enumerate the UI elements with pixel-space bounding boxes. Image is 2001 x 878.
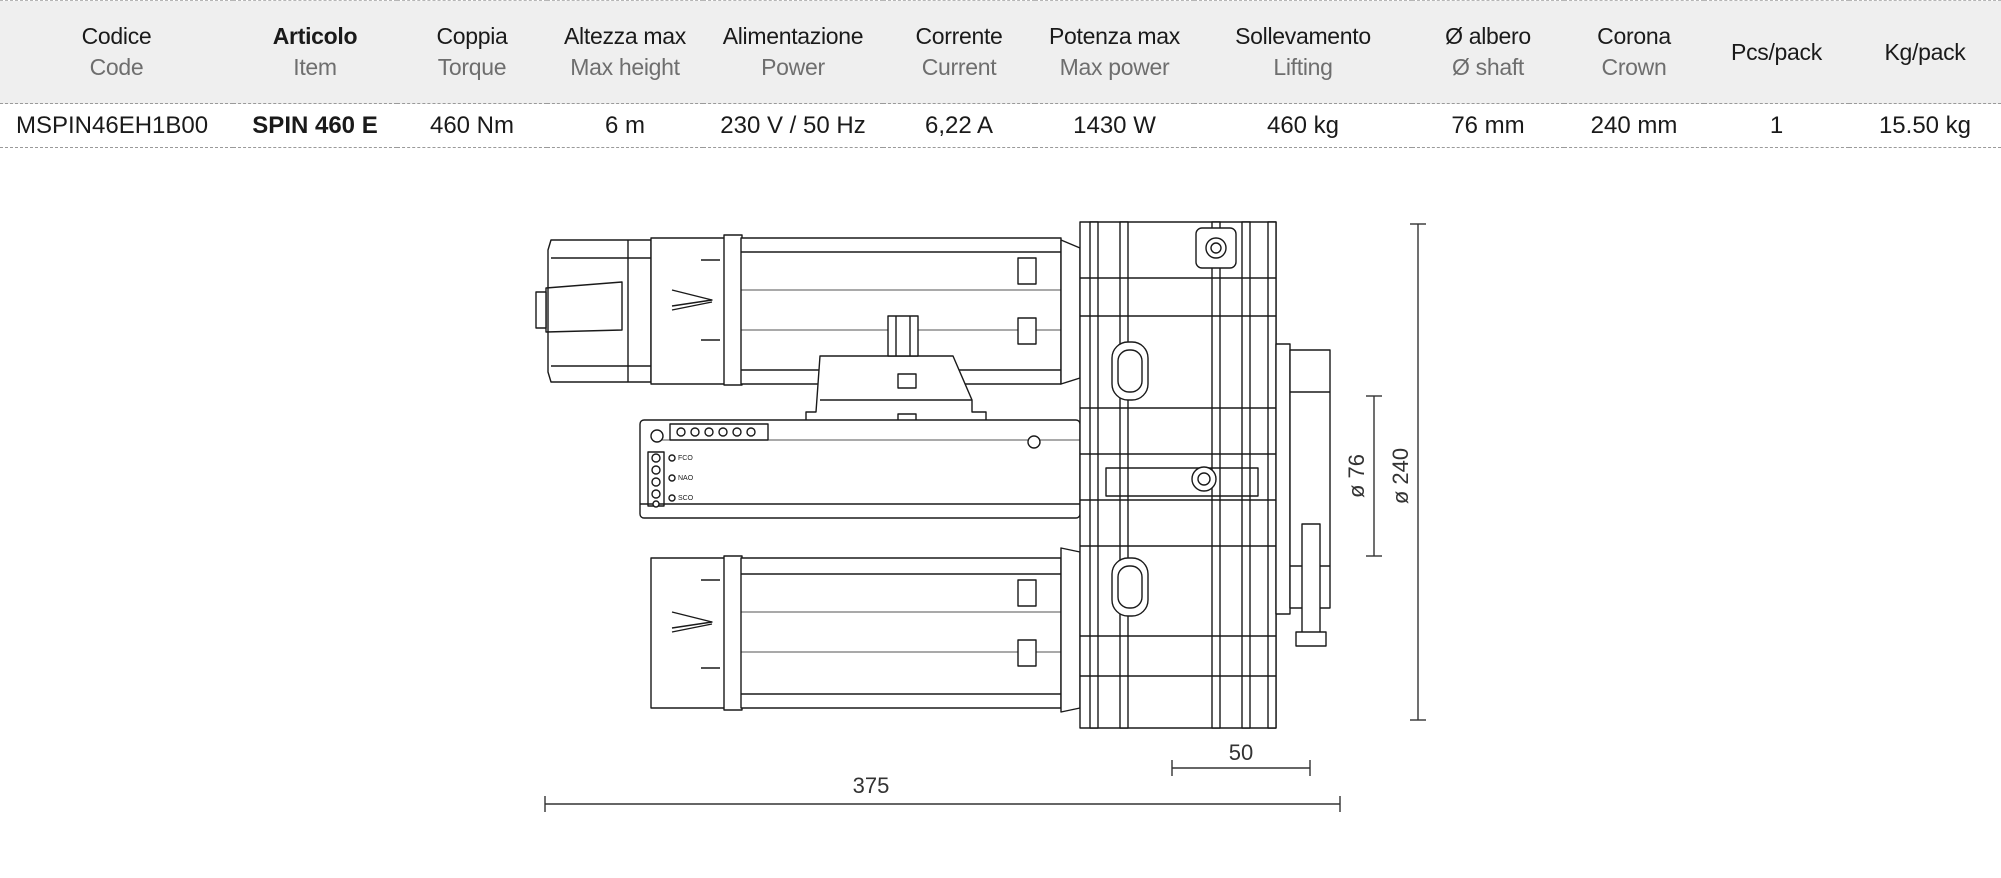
terminal-label-fco: FCO xyxy=(678,455,693,462)
motor-assembly xyxy=(535,221,1331,729)
cell-kg-pack: 15.50 kg xyxy=(1849,103,2001,148)
cell-code: MSPIN46EH1B00 xyxy=(0,103,233,148)
cell-power: 230 V / 50 Hz xyxy=(703,103,883,148)
cell-lifting: 460 kg xyxy=(1194,103,1412,148)
dimension-offset-label: 50 xyxy=(1229,740,1253,765)
header-pcs-pack: Pcs/pack xyxy=(1704,0,1849,104)
cell-max-height: 6 m xyxy=(547,103,703,148)
dimension-lines xyxy=(544,223,1426,812)
gear-housing xyxy=(1079,221,1277,729)
cell-crown: 240 mm xyxy=(1564,103,1704,148)
cell-pcs-pack: 1 xyxy=(1704,103,1849,148)
upper-motor-body xyxy=(650,234,1081,386)
cell-max-power: 1430 W xyxy=(1035,103,1194,148)
cell-item: SPIN 460 E xyxy=(233,103,397,148)
dimension-crown-label: ø 240 xyxy=(1388,448,1413,504)
dimension-shaft-label: ø 76 xyxy=(1344,454,1369,498)
header-kg-pack: Kg/pack xyxy=(1849,0,2001,104)
cell-shaft: 76 mm xyxy=(1412,103,1564,148)
dimension-length-label: 375 xyxy=(853,773,890,798)
table-row: MSPIN46EH1B00 SPIN 460 E 460 Nm 6 m 230 … xyxy=(0,103,2001,148)
terminal-labels: FCO NAO SCO xyxy=(678,455,694,502)
shaft-hub xyxy=(1275,343,1331,647)
cell-torque: 460 Nm xyxy=(397,103,547,148)
cell-current: 6,22 A xyxy=(883,103,1035,148)
lower-motor-body xyxy=(650,547,1081,713)
terminal-label-nao: NAO xyxy=(678,475,694,482)
control-board xyxy=(639,419,1081,519)
terminal-label-sco: SCO xyxy=(678,495,694,502)
